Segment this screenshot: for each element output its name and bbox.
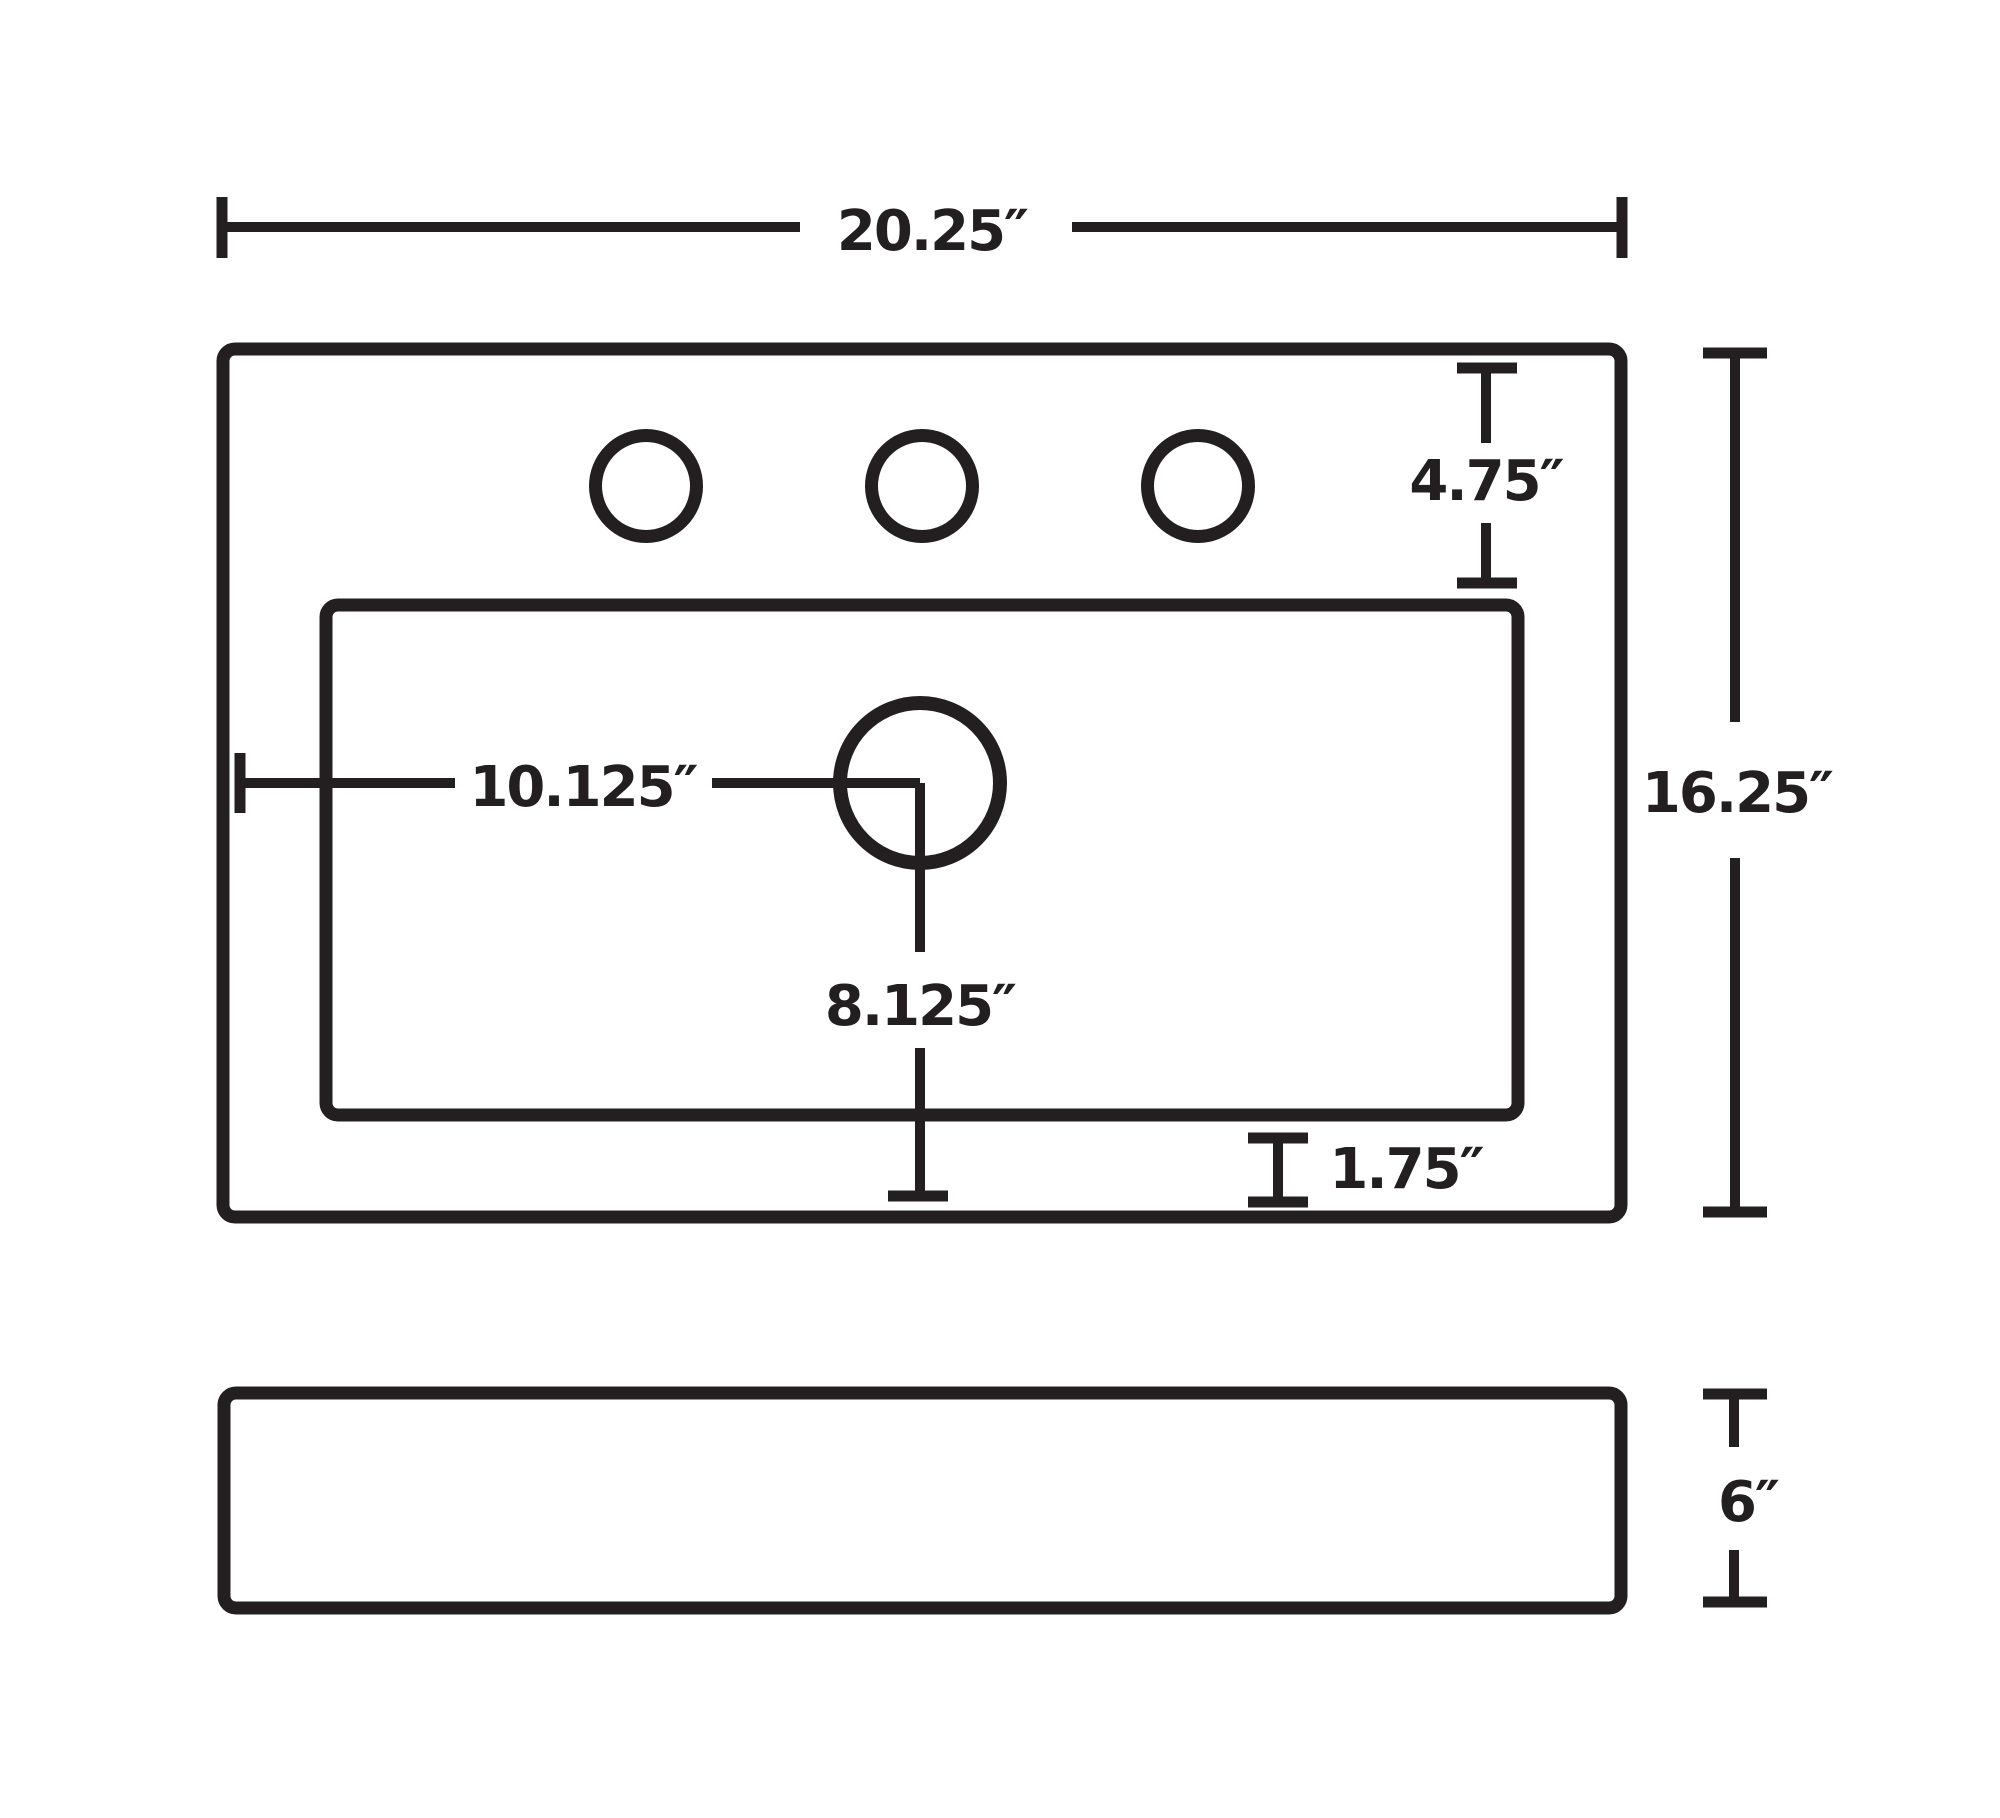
height-dim-label: 6″ (1718, 1470, 1779, 1535)
faucet-hole-left (589, 429, 703, 543)
faucet-hole-right (1141, 429, 1255, 543)
faucet-dim-label: 4.75″ (1409, 449, 1563, 514)
gap-dim-label: 1.75″ (1329, 1137, 1483, 1202)
drain-y-dim-label: 8.125″ (825, 974, 1016, 1039)
sink-outline-side-view (217, 1386, 1628, 1615)
width-dim-label: 20.25″ (837, 199, 1028, 264)
drain-x-dim-label: 10.125″ (469, 755, 697, 820)
depth-dim-label: 16.25″ (1642, 761, 1833, 826)
sink-outline-top-view (216, 342, 1628, 1224)
faucet-hole-center (865, 429, 979, 543)
